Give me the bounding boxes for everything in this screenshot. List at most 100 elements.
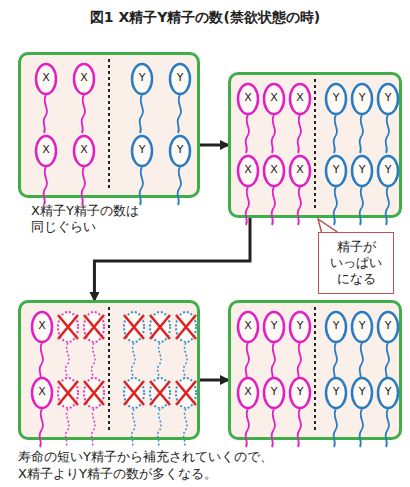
dead-sperm bbox=[124, 312, 144, 381]
sperm-cell: Y bbox=[325, 377, 347, 409]
cross-mark bbox=[124, 315, 144, 339]
sperm-cell: X bbox=[35, 63, 57, 95]
chromosome-letter: X bbox=[289, 91, 311, 105]
sperm-tail bbox=[140, 95, 143, 133]
sperm-head bbox=[378, 84, 398, 114]
chromosome-letter: X bbox=[73, 143, 95, 157]
flow-arrow bbox=[200, 144, 228, 147]
sperm-tail bbox=[386, 115, 389, 153]
sperm-tail bbox=[246, 409, 249, 447]
sperm-cell: Y bbox=[263, 311, 285, 343]
chromosome-letter: Y bbox=[377, 385, 399, 399]
sperm-cell: X bbox=[289, 83, 311, 115]
sperm-tail bbox=[272, 187, 275, 225]
sperm-head bbox=[290, 312, 310, 342]
sperm-tail bbox=[386, 187, 389, 225]
dead-sperm bbox=[150, 378, 170, 447]
sperm-head bbox=[124, 312, 144, 342]
sperm-tail bbox=[298, 115, 301, 153]
divider-line bbox=[108, 59, 110, 191]
sperm-head bbox=[290, 156, 310, 186]
dead-sperm bbox=[84, 312, 104, 381]
sperm-tail bbox=[298, 343, 301, 381]
sperm-cell: Y bbox=[351, 377, 373, 409]
sperm-head bbox=[378, 312, 398, 342]
sperm-head bbox=[74, 64, 94, 94]
cross-mark bbox=[124, 381, 144, 405]
sperm-head bbox=[176, 312, 196, 342]
sperm-tail bbox=[386, 409, 389, 447]
sperm-panel: X精子Y精子の数は 同じぐらいXXYYXXYY bbox=[18, 52, 200, 198]
sperm-head bbox=[326, 312, 346, 342]
dead-sperm bbox=[150, 312, 170, 381]
sperm-head bbox=[352, 312, 372, 342]
dead-sperm bbox=[58, 378, 78, 447]
sperm-head bbox=[378, 378, 398, 408]
sperm-head bbox=[352, 156, 372, 186]
sperm-tail bbox=[132, 409, 135, 447]
divider-line bbox=[314, 79, 316, 211]
sperm-head bbox=[378, 156, 398, 186]
chromosome-letter: X bbox=[263, 91, 285, 105]
sperm-cell: X bbox=[263, 155, 285, 187]
sperm-tail bbox=[246, 115, 249, 153]
sperm-head bbox=[264, 378, 284, 408]
chromosome-letter: Y bbox=[131, 71, 153, 85]
sperm-head bbox=[150, 312, 170, 342]
chromosome-letter: Y bbox=[325, 163, 347, 177]
sperm-head bbox=[84, 378, 104, 408]
chromosome-letter: Y bbox=[169, 71, 191, 85]
callout-text: 精子が いっぱい になる bbox=[329, 239, 383, 287]
sperm-tail bbox=[184, 409, 187, 447]
sperm-head bbox=[290, 378, 310, 408]
sperm-head bbox=[290, 84, 310, 114]
sperm-cell: Y bbox=[325, 83, 347, 115]
chromosome-letter: X bbox=[73, 71, 95, 85]
sperm-tail bbox=[158, 343, 161, 381]
sperm-cell: Y bbox=[131, 135, 153, 167]
chromosome-letter: Y bbox=[351, 163, 373, 177]
sperm-cell: Y bbox=[377, 311, 399, 343]
sperm-head bbox=[170, 64, 190, 94]
sperm-tail bbox=[158, 409, 161, 447]
chromosome-letter: Y bbox=[351, 319, 373, 333]
sperm-cell: X bbox=[31, 311, 53, 343]
chromosome-letter: Y bbox=[351, 91, 373, 105]
chromosome-letter: Y bbox=[289, 385, 311, 399]
sperm-panel: XXXYYYXXXYYY bbox=[228, 72, 402, 218]
sperm-head bbox=[238, 84, 258, 114]
cross-mark bbox=[150, 381, 170, 405]
dead-sperm bbox=[58, 312, 78, 381]
sperm-cell: Y bbox=[289, 377, 311, 409]
dead-sperm bbox=[124, 378, 144, 447]
sperm-cell: Y bbox=[377, 155, 399, 187]
sperm-cell: Y bbox=[169, 63, 191, 95]
sperm-tail bbox=[334, 115, 337, 153]
cross-mark bbox=[84, 315, 104, 339]
divider-line bbox=[314, 307, 316, 433]
sperm-tail bbox=[178, 95, 181, 133]
sperm-cell: X bbox=[237, 83, 259, 115]
chromosome-letter: Y bbox=[131, 143, 153, 157]
chromosome-letter: X bbox=[237, 385, 259, 399]
sperm-cell: X bbox=[237, 377, 259, 409]
sperm-tail bbox=[66, 409, 69, 447]
sperm-cell: Y bbox=[377, 377, 399, 409]
sperm-tail bbox=[360, 409, 363, 447]
sperm-tail bbox=[334, 187, 337, 225]
flow-arrow bbox=[200, 379, 228, 382]
sperm-cell: Y bbox=[131, 63, 153, 95]
sperm-cell: X bbox=[35, 135, 57, 167]
sperm-cell: X bbox=[31, 377, 53, 409]
sperm-tail bbox=[184, 343, 187, 381]
cross-mark bbox=[84, 381, 104, 405]
dead-sperm bbox=[84, 378, 104, 447]
sperm-cell: X bbox=[73, 63, 95, 95]
chromosome-letter: Y bbox=[377, 163, 399, 177]
chromosome-letter: X bbox=[289, 163, 311, 177]
sperm-panel: XX bbox=[18, 300, 200, 440]
sperm-head bbox=[326, 84, 346, 114]
sperm-tail bbox=[360, 115, 363, 153]
sperm-tail bbox=[92, 409, 95, 447]
sperm-head bbox=[264, 84, 284, 114]
